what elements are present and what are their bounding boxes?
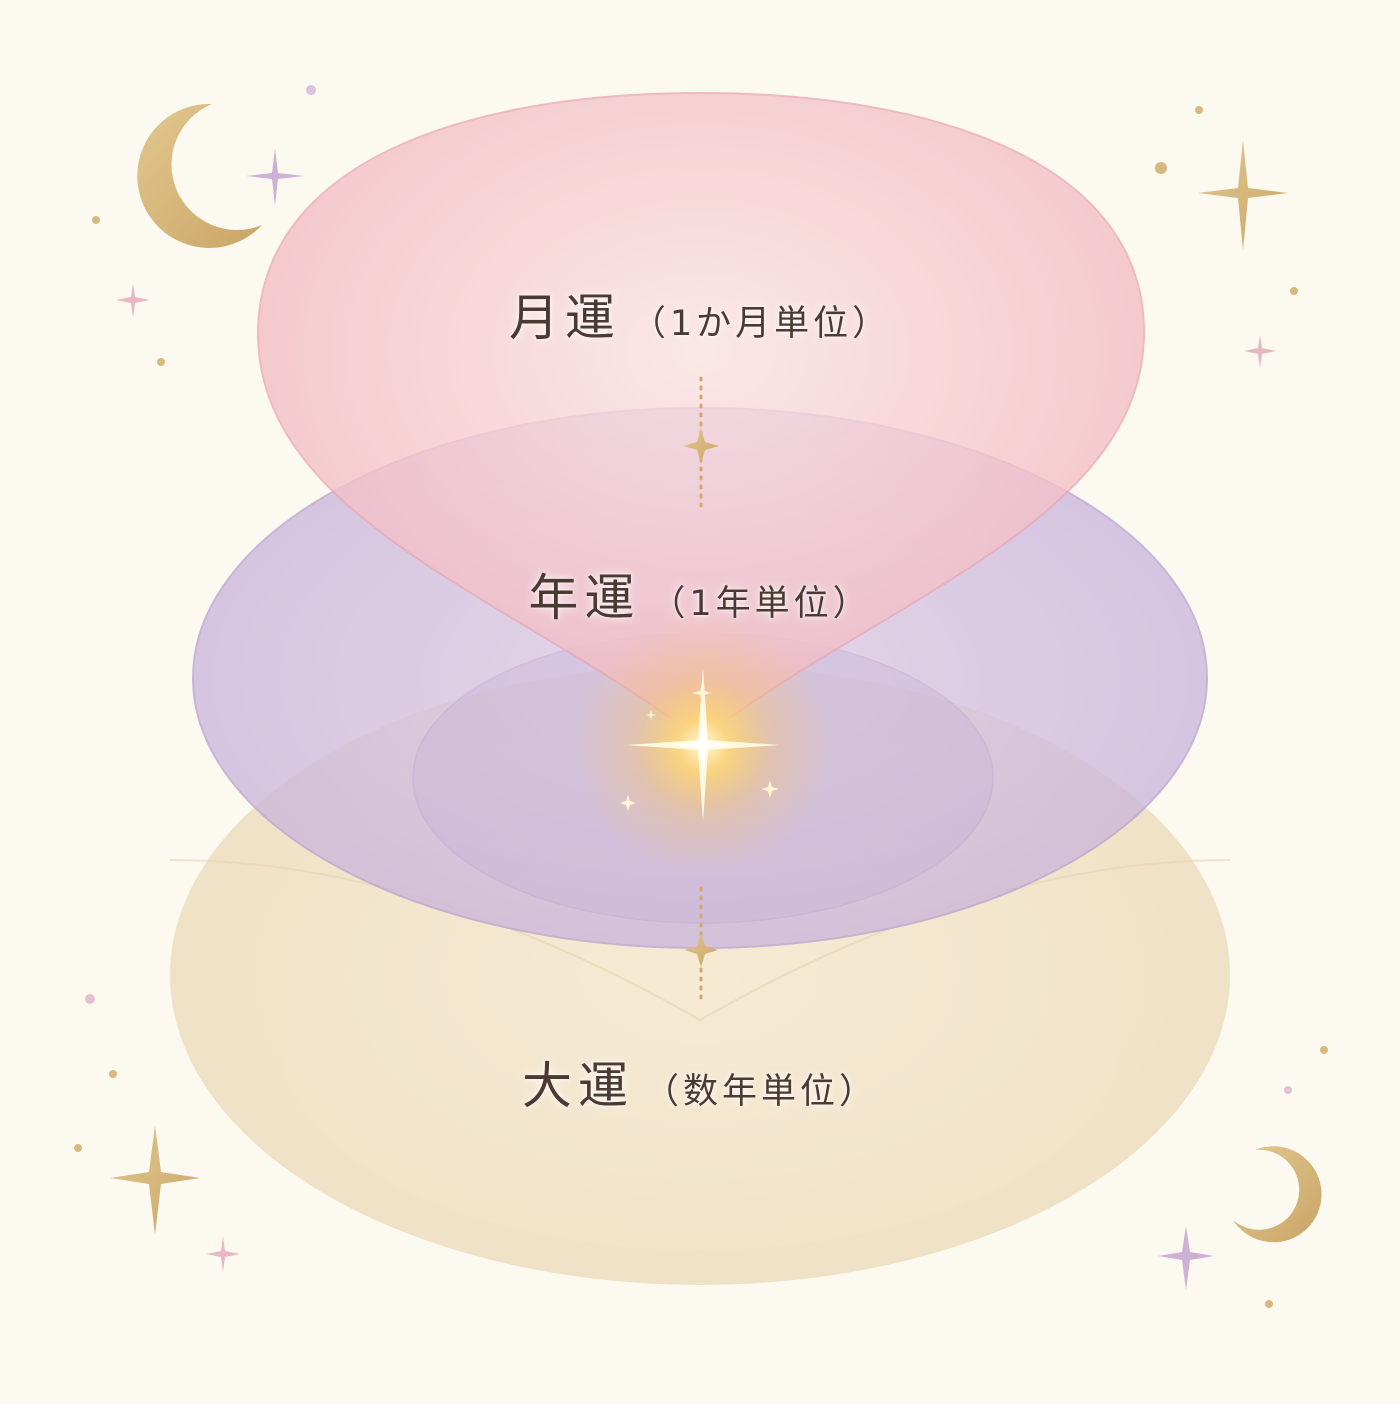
layer-unit: （1年単位） (650, 584, 872, 624)
layer-unit: （1か月単位） (630, 304, 892, 344)
layer-name: 月運 (508, 289, 621, 347)
layer-label-monthly: 月運（1か月単位） (0, 278, 1400, 350)
layer-label-yearly: 年運（1年単位） (0, 558, 1400, 630)
layer-name: 年運 (528, 569, 641, 627)
crescent-moon-icon (1233, 1146, 1322, 1243)
connector-upper (683, 376, 719, 512)
crescent-moon-icon (137, 103, 262, 248)
layer-unit: （数年単位） (643, 1072, 878, 1112)
connector-lower (684, 886, 718, 1007)
four-point-sparkle-icon (116, 283, 1276, 1272)
four-point-sparkle-icon (246, 148, 1214, 1290)
center-glow (573, 615, 833, 875)
four-point-sparkle-icon (1198, 140, 1288, 250)
layer-name: 大運 (521, 1057, 634, 1115)
small-sparkles (620, 683, 779, 811)
four-point-sparkle-icon (110, 1125, 200, 1235)
layer-label-decade: 大運（数年単位） (0, 1046, 1400, 1118)
decorative-dots (74, 85, 1328, 1308)
